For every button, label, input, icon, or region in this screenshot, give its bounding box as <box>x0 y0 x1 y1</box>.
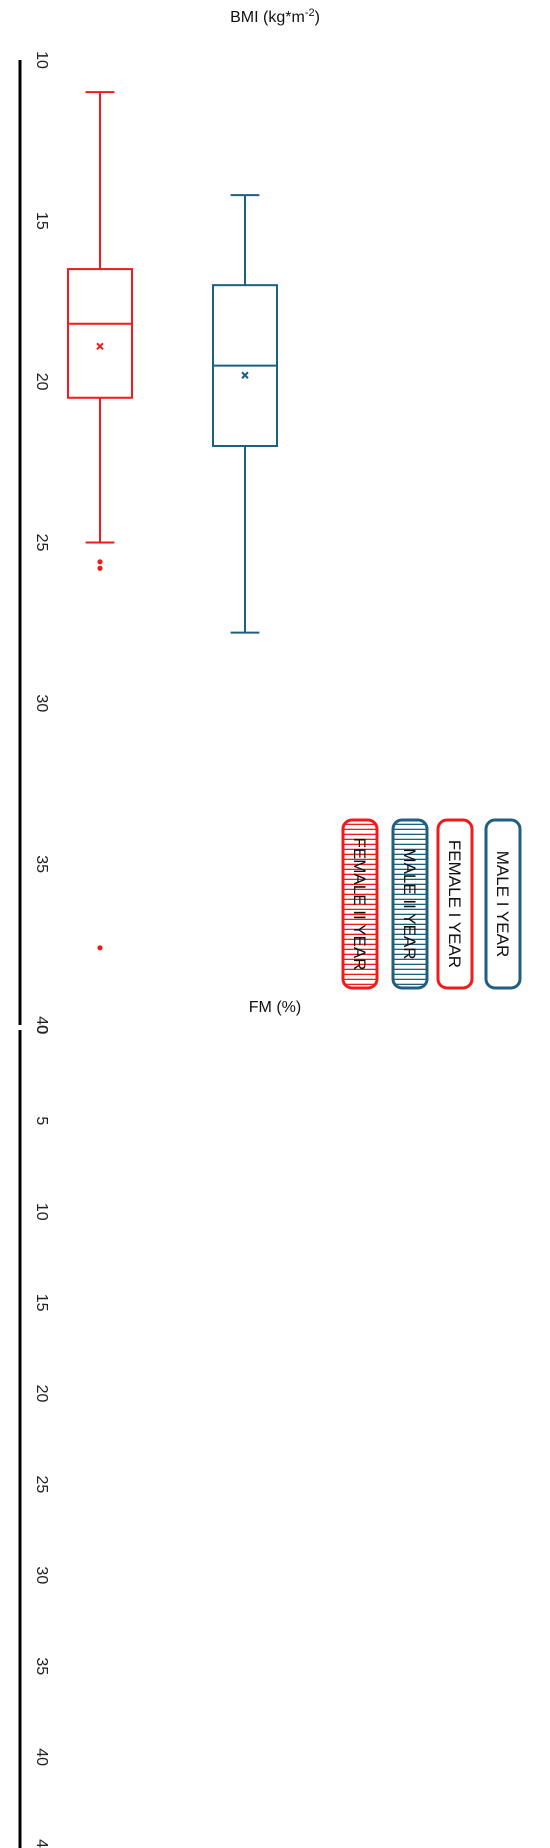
tick-label: 5 <box>33 1116 50 1125</box>
legend-item: FEMALE II YEAR <box>341 818 379 990</box>
legend-label: MALE I YEAR <box>493 851 512 957</box>
tick-label: 15 <box>33 1294 50 1312</box>
rotated-figure: 10 15 20 25 30 35 40 0 5 10 15 20 25 30 35 40 45 MALE I… <box>18 7 522 1848</box>
tick-label: 25 <box>33 1476 50 1494</box>
tick-label: 10 <box>33 1203 50 1221</box>
bmi-boxplot: 10 15 20 25 30 35 40 <box>18 51 278 1034</box>
legend-item: MALE II YEAR <box>391 818 429 990</box>
mean-marker <box>96 342 104 350</box>
bmi-axis-title: BMI (kg*m-2) <box>230 7 320 26</box>
tick-label: 45 <box>33 1839 50 1848</box>
mean-marker <box>241 371 249 379</box>
tick-label: 40 <box>33 1748 50 1766</box>
box-male-i-year <box>212 194 278 634</box>
legend-label: MALE II YEAR <box>400 848 419 959</box>
legend-item: FEMALE I YEAR <box>436 818 474 990</box>
outlier-point <box>97 565 103 571</box>
tick-label: 15 <box>33 212 50 230</box>
outlier-point <box>97 559 103 565</box>
legend: MALE I YEAR FEMALE I YEAR MALE II YEAR FEMA… <box>341 818 522 990</box>
tick-label: 20 <box>33 373 50 391</box>
legend-swatch <box>341 818 379 990</box>
tick-label: 35 <box>33 1657 50 1675</box>
box-female-i-year <box>67 91 133 951</box>
tick-label: 10 <box>33 51 50 69</box>
tick-label: 35 <box>33 855 50 873</box>
legend-swatch <box>484 818 522 990</box>
tick-label: 20 <box>33 1385 50 1403</box>
legend-item: MALE I YEAR <box>484 818 522 990</box>
legend-swatch <box>391 818 429 990</box>
outlier-point <box>97 945 103 951</box>
tick-label: 40 <box>33 1016 50 1034</box>
fm-boxplot: 0 5 10 15 20 25 30 35 40 45 <box>18 1026 50 1848</box>
fm-axis-title: FM (%) <box>249 999 301 1016</box>
legend-swatch <box>436 818 474 990</box>
tick-label: 30 <box>33 694 50 712</box>
box-iqr <box>67 268 133 399</box>
tick-label: 25 <box>33 534 50 552</box>
legend-label: FEMALE II YEAR <box>350 838 369 971</box>
tick-label: 0 <box>33 1026 50 1035</box>
legend-label: FEMALE I YEAR <box>445 840 464 968</box>
tick-label: 30 <box>33 1566 50 1584</box>
